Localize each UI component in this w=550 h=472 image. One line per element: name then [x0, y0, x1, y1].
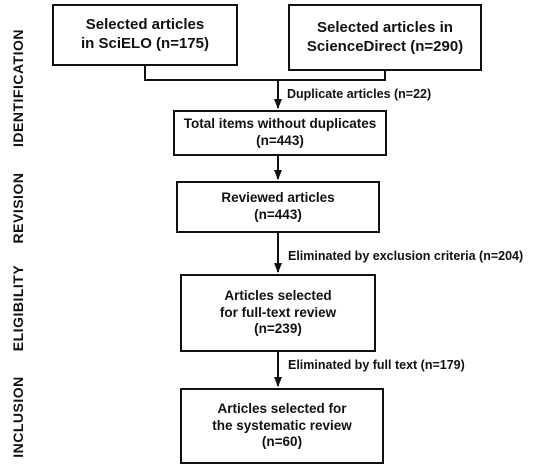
box-scielo: Selected articles in SciELO (n=175): [52, 4, 238, 66]
box-fulltext-line-1: Articles selected: [224, 287, 332, 303]
box-total: Total items without duplicates (n=443): [173, 110, 387, 156]
note-duplicates: Duplicate articles (n=22): [287, 87, 432, 101]
note-full-text: Eliminated by full text (n=179): [288, 358, 465, 372]
box-systematic-line-2: the systematic review: [212, 417, 352, 433]
box-sciencedirect-line-1: Selected articles in: [317, 18, 453, 36]
box-fulltext-line-2: for full-text review: [219, 304, 337, 320]
stage-inclusion: INCLUSION: [10, 376, 26, 458]
box-systematic: Articles selected for the systematic rev…: [180, 388, 384, 464]
box-reviewed: Reviewed articles (n=443): [176, 181, 380, 233]
stage-identification: IDENTIFICATION: [10, 29, 26, 147]
box-sciencedirect-line-2: ScienceDirect (n=290): [306, 37, 464, 55]
box-systematic-line-3: (n=60): [261, 434, 303, 450]
box-systematic-line-1: Articles selected for: [217, 400, 347, 416]
note-exclusion: Eliminated by exclusion criteria (n=204): [288, 249, 524, 263]
stage-eligibility: ELIGIBILITY: [10, 264, 26, 352]
box-reviewed-line-2: (n=443): [254, 207, 302, 222]
box-scielo-line-2: in SciELO (n=175): [81, 35, 209, 52]
box-total-line-1: Total items without duplicates: [183, 116, 377, 132]
box-fulltext-line-3: (n=239): [254, 321, 302, 337]
stage-revision: REVISION: [10, 172, 26, 244]
box-total-line-2: (n=443): [256, 133, 304, 148]
box-scielo-line-1: Selected articles: [85, 16, 205, 34]
box-fulltext: Articles selected for full-text review (…: [180, 274, 376, 352]
box-reviewed-line-1: Reviewed articles: [221, 190, 335, 206]
box-sciencedirect: Selected articles in ScienceDirect (n=29…: [288, 4, 482, 71]
